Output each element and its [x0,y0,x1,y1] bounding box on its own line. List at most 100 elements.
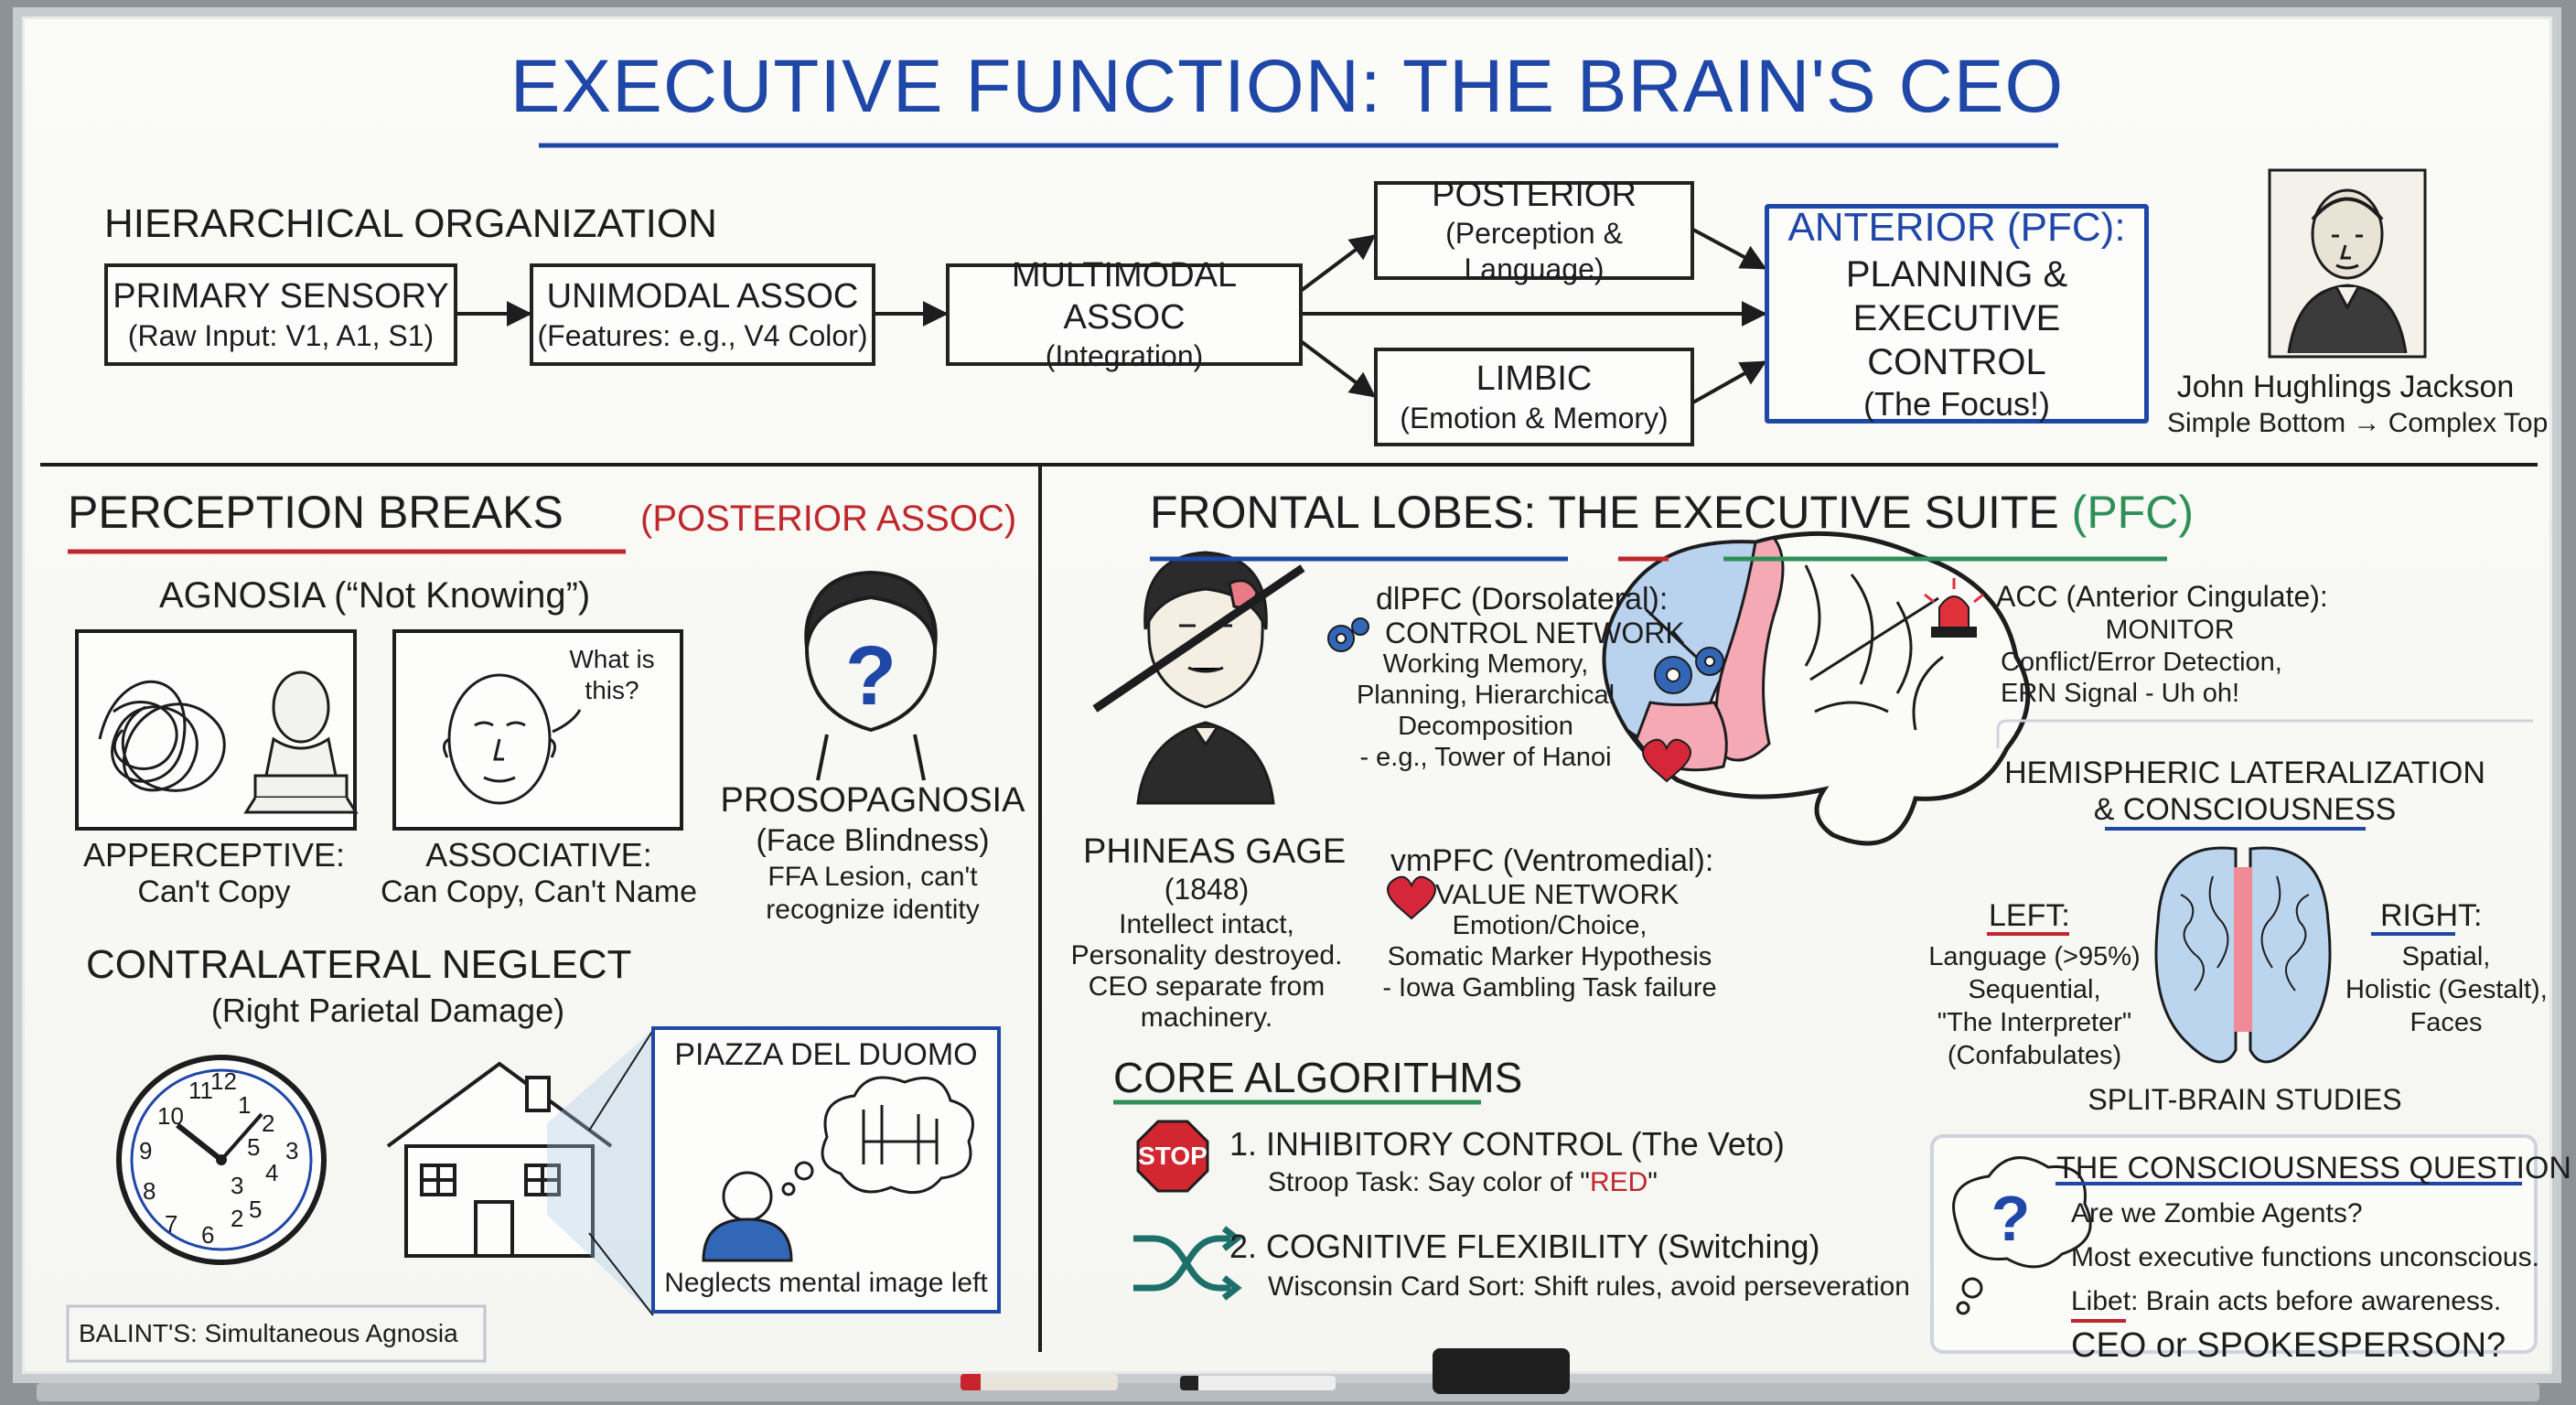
clock-num: 5 [249,1196,263,1223]
unimodal-label: UNIMODAL ASSOC [546,277,859,316]
piazza-title: PIAZZA DEL DUOMO [674,1037,978,1072]
clock-num: 2 [231,1205,244,1232]
neglect-sub: (Right Parietal Damage) [210,992,565,1029]
clock-num: 12 [210,1067,237,1095]
limbic-box: LIMBIC (Emotion & Memory) [1374,348,1694,446]
red-marker[interactable] [961,1374,1118,1390]
clock-num: 5 [247,1133,261,1161]
prosopagnosia-sub: (Face Blindness) [756,823,990,858]
frontal-heading-a: FRONTAL LOBES: [1150,487,1537,538]
gage-desc-1: Personality destroyed. [1070,940,1343,971]
anterior-line3: EXECUTIVE CONTROL [1852,297,2061,382]
gears-icon [1654,647,1724,694]
prosopagnosia-desc1: FFA Lesion, can't [767,862,978,892]
stop-sign-label: STOP [1138,1142,1208,1170]
neglect-title: CONTRALATERAL NEGLECT [86,942,632,987]
neglect-projection [547,1030,653,1315]
scribble-icon [98,680,226,792]
core-algorithms-heading: CORE ALGORITHMS [1113,1054,1523,1101]
clock-num: 2 [262,1110,275,1137]
algo1-red-word: RED [1589,1167,1648,1197]
algo1-desc: Stroop Task: Say color of "RED" [1268,1167,1658,1199]
vmpfc-title: vmPFC (Ventromedial): [1390,843,1714,878]
algo1-title: 1. INHIBITORY CONTROL (The Veto) [1229,1125,1785,1163]
question-mark-icon: ? [845,629,896,723]
unimodal-sub: (Features: e.g., V4 Color) [537,318,868,352]
vmpfc-desc-0: Emotion/Choice, [1452,911,1648,940]
agnosia-title: AGNOSIA (“Not Knowing”) [159,575,591,616]
eraser[interactable] [1433,1348,1570,1394]
portrait-name: John Hughlings Jackson [2176,370,2515,404]
control-gear-icon [1327,617,1369,652]
algo2-title: 2. COGNITIVE FLEXIBILITY (Switching) [1229,1228,1820,1265]
balint-label: BALINT'S: Simultaneous Agnosia [79,1319,458,1347]
balint-box [66,1304,487,1363]
consciousness-q3: Libet: Brain acts before awareness. [2071,1286,2501,1318]
page-title: EXECUTIVE FUNCTION: THE BRAIN'S CEO [510,45,2065,128]
left-desc-1: Sequential, [1968,975,2101,1004]
vmpfc-desc-2: - Iowa Gambling Task failure [1382,973,1717,1003]
clock-num: 9 [139,1137,153,1164]
left-label: LEFT: [1989,898,2070,933]
gage-desc-2: CEO separate from [1088,971,1326,1002]
consciousness-q2: Most executive functions unconscious. [2071,1242,2539,1272]
frontal-heading-d: (PFC) [2071,487,2194,538]
shuffle-icon [1133,1226,1242,1301]
primary-sub: (Raw Input: V1, A1, S1) [127,318,435,352]
clock-num: 8 [143,1177,156,1205]
dlpfc-title: dlPFC (Dorsolateral): [1376,582,1669,617]
anterior-label: ANTERIOR (PFC): [1787,205,2126,251]
multimodal-label: MULTIMODAL ASSOC [1011,256,1238,337]
clock-num: 3 [231,1172,244,1199]
hemisphere-heading-1: HEMISPHERIC LATERALIZATION [2004,756,2485,790]
perception-tag: (POSTERIOR ASSOC) [640,499,1017,539]
posterior-label: POSTERIOR [1432,175,1637,214]
right-label: RIGHT: [2380,898,2483,933]
right-desc-2: Faces [2410,1008,2483,1037]
dlpfc-desc-1: Planning, Hierarchical [1356,681,1615,710]
multimodal-sub: (Integration) [1045,339,1204,373]
person-thinking-icon [702,1171,793,1262]
vmpfc-desc-1: Somatic Marker Hypothesis [1387,942,1712,971]
board-drawings: ? [40,143,2538,1363]
whiteboard: ? [13,7,2571,1383]
face-icon [443,673,556,805]
associative-label: ASSOCIATIVE: [425,836,652,874]
primary-label: PRIMARY SENSORY [113,277,449,316]
frontal-heading: FRONTAL LOBES: THE EXECUTIVE SUITE (PFC) [1150,487,2194,540]
prefrontal-brain-icon [1602,531,2031,846]
stop-sign-icon [1136,1120,1209,1193]
piazza-caption: Neglects mental image left [664,1268,988,1298]
primary-sensory-box: PRIMARY SENSORY (Raw Input: V1, A1, S1) [104,263,457,366]
libet-label: Libet [2071,1286,2131,1316]
acc-desc-1: ERN Signal - Uh oh! [2001,679,2240,708]
clock-num: 11 [188,1077,213,1104]
apperceptive-desc: Can't Copy [137,874,291,909]
phineas-gage-icon [1136,551,1275,805]
dlpfc-network: CONTROL NETWORK [1385,617,1685,649]
prosopagnosia-desc2: recognize identity [766,895,980,925]
acc-desc-0: Conflict/Error Detection, [2001,648,2282,677]
limbic-label: LIMBIC [1476,359,1593,398]
posterior-box: POSTERIOR (Perception & Language) [1374,176,1694,285]
anterior-line2: PLANNING & [1845,253,2068,295]
associative-desc: Can Copy, Can't Name [380,874,697,909]
consciousness-heading: THE CONSCIOUSNESS QUESTION [2056,1151,2571,1185]
house-icon [386,1061,613,1258]
tamping-iron [1092,564,1305,713]
arrow-to-posterior [1299,234,1377,293]
gage-desc-3: machinery. [1140,1003,1273,1033]
portrait-caption: Simple Bottom → Complex Top [2167,408,2549,438]
jackson-portrait-icon [2287,188,2408,354]
left-desc-0: Language (>95%) [1928,942,2141,971]
black-marker[interactable] [1180,1376,1336,1390]
frontal-heading-c: EXECUTIVE SUITE [1652,487,2059,538]
marker-tray [37,1383,2539,1401]
gage-desc-0: Intellect intact, [1119,909,1294,939]
anterior-pfc-box: ANTERIOR (PFC): PLANNING & EXECUTIVE CON… [1765,204,2149,424]
vmpfc-network: VALUE NETWORK [1435,878,1680,910]
frontal-heading-b: THE [1548,487,1640,538]
clock-num: 1 [238,1091,252,1119]
prosopagnosia-label: PROSOPAGNOSIA [720,781,1025,820]
limbic-sub: (Emotion & Memory) [1400,401,1669,434]
